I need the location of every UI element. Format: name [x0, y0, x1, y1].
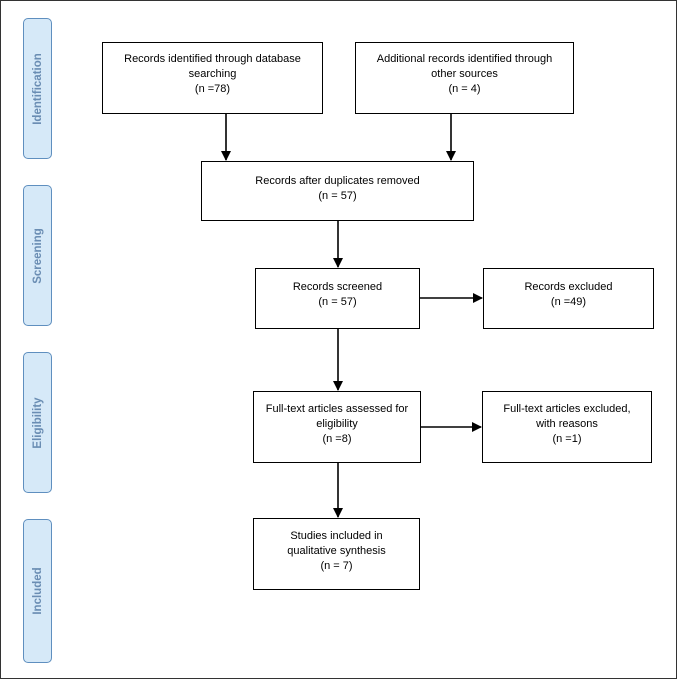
box-after-duplicates-line1: Records after duplicates removed [255, 175, 420, 187]
box-after-duplicates: Records after duplicates removed (n = 57… [201, 161, 474, 221]
box-studies-included-count: (n = 7) [320, 560, 353, 572]
box-additional-records-count: (n = 4) [448, 83, 481, 95]
box-records-excluded-line1: Records excluded [524, 281, 613, 293]
box-fulltext-excluded-line1: Full-text articles excluded, [503, 403, 631, 415]
box-fulltext-excluded-count: (n =1) [552, 433, 582, 445]
box-database-records: Records identified through database sear… [102, 42, 323, 114]
box-fulltext-assessed-count: (n =8) [322, 433, 352, 445]
box-studies-included-line1: Studies included in [290, 530, 383, 542]
box-records-screened-line1: Records screened [292, 281, 383, 293]
box-records-excluded: Records excluded (n =49) [483, 268, 654, 329]
box-database-records-line2: searching [188, 68, 237, 80]
box-additional-records-line2: other sources [431, 68, 498, 80]
box-records-screened-count: (n = 57) [318, 296, 357, 308]
box-fulltext-assessed-line2: eligibility [316, 418, 358, 430]
box-database-records-count: (n =78) [194, 83, 231, 95]
box-additional-records: Additional records identified through ot… [355, 42, 574, 114]
box-records-excluded-count: (n =49) [550, 296, 587, 308]
stage-identification: Identification [23, 18, 52, 159]
box-fulltext-excluded-line2: with reasons [536, 418, 598, 430]
box-studies-included: Studies included in qualitative synthesi… [253, 518, 420, 590]
box-additional-records-line1: Additional records identified through [376, 53, 553, 65]
box-records-screened: Records screened (n = 57) [255, 268, 420, 329]
box-after-duplicates-count: (n = 57) [318, 190, 357, 202]
box-database-records-line1: Records identified through database [124, 53, 301, 65]
box-fulltext-excluded: Full-text articles excluded, with reason… [482, 391, 652, 463]
box-fulltext-assessed-line1: Full-text articles assessed for [265, 403, 409, 415]
stage-included: Included [23, 519, 52, 663]
stage-eligibility: Eligibility [23, 352, 52, 493]
box-studies-included-line2: qualitative synthesis [287, 545, 386, 557]
box-fulltext-assessed: Full-text articles assessed for eligibil… [253, 391, 421, 463]
stage-screening: Screening [23, 185, 52, 326]
